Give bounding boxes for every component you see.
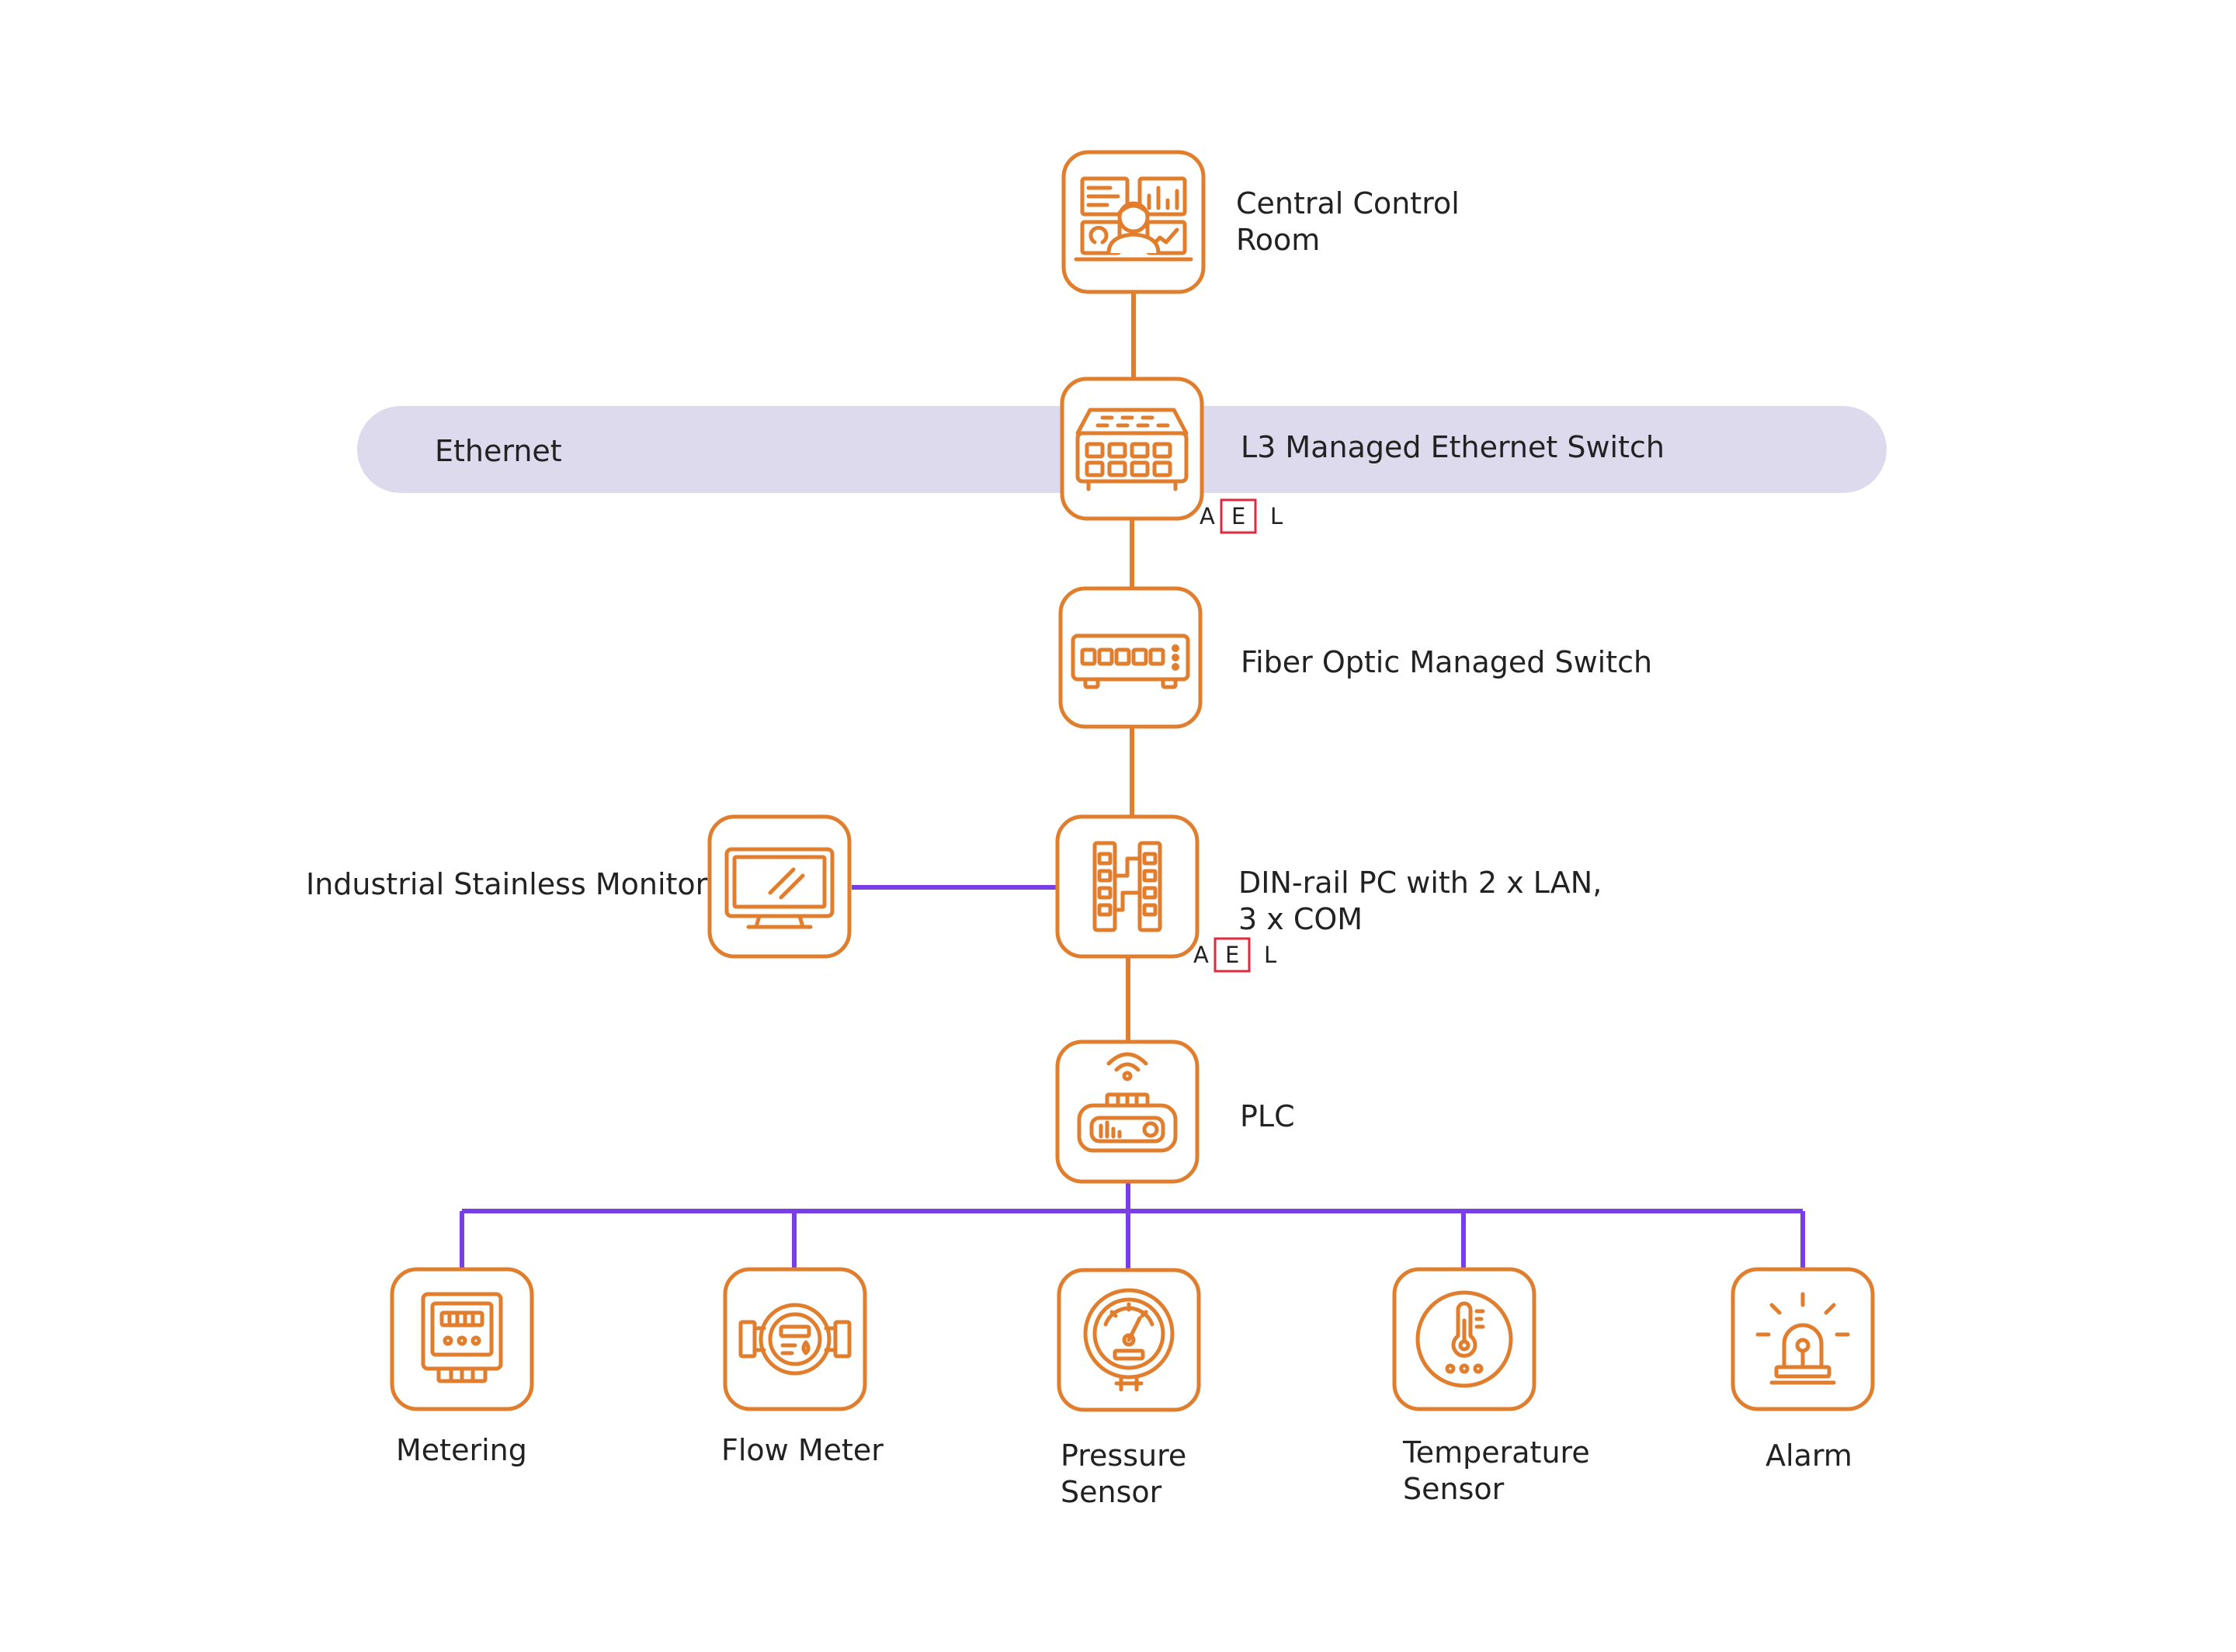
node-label: Flow Meter — [721, 1433, 884, 1467]
node-label: L3 Managed Ethernet Switch — [1241, 430, 1665, 464]
ael-letter-l: L — [1264, 942, 1276, 968]
node-box — [707, 814, 852, 959]
meter-icon — [421, 1292, 503, 1383]
label-line: Sensor — [1403, 1472, 1505, 1506]
control-room-icon — [1074, 176, 1193, 262]
label-line: DIN-rail PC with 2 x LAN, — [1238, 866, 1602, 900]
ael-marker: A E L — [1200, 498, 1283, 534]
purple-links — [460, 885, 1805, 1269]
ael-letter-a: A — [1200, 503, 1215, 529]
node-label: Temperature Sensor — [1402, 1435, 1599, 1506]
label-line: Flow Meter — [721, 1433, 884, 1467]
ael-letter-e: E — [1225, 942, 1239, 968]
node-label: PLC — [1240, 1099, 1295, 1133]
label-line: Sensor — [1061, 1475, 1162, 1509]
fiber-switch-icon — [1071, 633, 1190, 689]
node-label: Industrial Stainless Monitor — [306, 867, 708, 901]
node-plc: PLC — [1055, 1039, 1295, 1184]
flow-meter-icon — [738, 1303, 852, 1376]
label-line: L3 Managed Ethernet Switch — [1241, 430, 1665, 464]
din-rail-pc-icon — [1092, 841, 1162, 932]
node-label: Central Control Room — [1236, 186, 1469, 257]
node-box — [1055, 814, 1200, 959]
orange-links — [1126, 293, 1136, 1044]
label-line: Metering — [396, 1433, 527, 1467]
label-line: Pressure — [1061, 1439, 1186, 1473]
ael-letter-l: L — [1270, 503, 1283, 529]
node-box — [1055, 1039, 1200, 1184]
node-fiber-switch: Fiber Optic Managed Switch — [1058, 586, 1652, 729]
label-line: Room — [1236, 223, 1320, 257]
node-pressure: Pressure Sensor — [1057, 1268, 1201, 1509]
node-label: Metering — [396, 1433, 527, 1467]
node-control-room: Central Control Room — [1061, 150, 1469, 294]
node-l3-switch: L3 Managed Ethernet Switch A E L — [1060, 377, 1665, 534]
ael-letter-a: A — [1193, 942, 1209, 968]
alarm-light-icon — [1755, 1292, 1850, 1385]
node-label: Pressure Sensor — [1061, 1439, 1196, 1509]
label-line: Fiber Optic Managed Switch — [1241, 645, 1652, 679]
ethernet-switch-icon — [1075, 408, 1189, 491]
label-line: Central Control — [1236, 186, 1460, 220]
node-monitor: Industrial Stainless Monitor — [306, 814, 852, 959]
node-label: Alarm — [1766, 1439, 1852, 1473]
pressure-gauge-icon — [1083, 1288, 1175, 1392]
node-metering: Metering — [390, 1267, 534, 1467]
thermometer-icon — [1415, 1290, 1513, 1388]
node-flow-meter: Flow Meter — [721, 1267, 884, 1467]
label-line: Temperature — [1402, 1435, 1590, 1470]
ael-e-box — [1213, 937, 1251, 973]
label-line: Industrial Stainless Monitor — [306, 867, 708, 901]
ael-e-box — [1220, 498, 1257, 534]
node-din-pc: DIN-rail PC with 2 x LAN, 3 x COM A E L — [1055, 814, 1611, 973]
node-temperature: Temperature Sensor — [1392, 1267, 1599, 1506]
node-box — [723, 1267, 867, 1411]
label-line: PLC — [1240, 1099, 1295, 1133]
ael-letter-e: E — [1231, 503, 1245, 529]
ael-marker: A E L — [1193, 937, 1276, 973]
node-label: DIN-rail PC with 2 x LAN, 3 x COM — [1238, 866, 1611, 936]
plc-icon — [1077, 1052, 1178, 1153]
label-line: Alarm — [1766, 1439, 1852, 1473]
label-line: 3 x COM — [1238, 902, 1363, 936]
monitor-icon — [724, 847, 835, 929]
node-alarm: Alarm — [1731, 1267, 1875, 1473]
node-label: Fiber Optic Managed Switch — [1241, 645, 1652, 679]
ethernet-band-label: Ethernet — [435, 434, 562, 468]
